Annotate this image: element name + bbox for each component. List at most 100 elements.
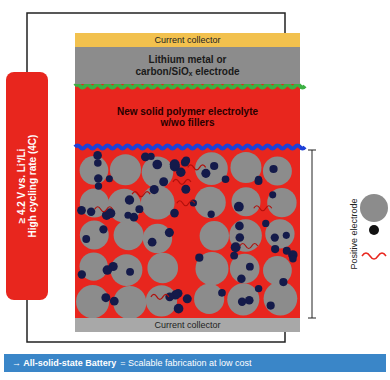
carbon-particle [210, 162, 218, 170]
carbon-particle [218, 289, 226, 297]
rotated-text-holder: ≥ 4.2 V vs. Li⁺/LiHigh cycling rate (4C) [6, 76, 48, 296]
dimension-tick [308, 318, 316, 319]
active-particle [229, 219, 262, 252]
carbon-particle [95, 182, 102, 189]
carbon-particle [124, 212, 131, 219]
active-particle [80, 221, 109, 250]
active-particle [265, 219, 294, 248]
carbon-particle [135, 205, 143, 213]
legend-particle [360, 194, 388, 222]
electrolyte-fill [75, 83, 300, 318]
current-collector: Current collector [75, 33, 300, 47]
carbon-particle [289, 255, 296, 262]
node-text: Lithium metal or carbon/SiOₓ electrode [132, 54, 244, 77]
carbon-particle [195, 254, 203, 262]
carbon-particle [230, 252, 238, 260]
carbon-particle [254, 177, 262, 185]
carbon-particle [94, 159, 102, 167]
carbon-particle [237, 274, 246, 283]
carbon-particle [99, 225, 107, 233]
carbon-particle [152, 160, 162, 170]
carbon-particle [262, 220, 269, 227]
carbon-particle [147, 153, 154, 160]
binder-squiggle [173, 179, 191, 184]
carbon-particle [165, 228, 174, 237]
carbon-particle [110, 297, 119, 306]
active-particle [200, 221, 229, 250]
node-text: Current collector [154, 35, 220, 45]
carbon-particle [271, 245, 279, 253]
carbon-particle [269, 191, 276, 198]
node-text: ≥ 4.2 V vs. Li⁺/Li [16, 149, 28, 224]
carbon-particle [234, 202, 244, 212]
legend-binder [362, 253, 386, 259]
electrode-particles [76, 151, 298, 319]
carbon-particle [106, 175, 113, 182]
carbon-particle [181, 158, 189, 166]
node-text: High cycling rate (4C) [27, 135, 39, 238]
carbon-particle [283, 247, 291, 255]
active-particle [194, 187, 225, 218]
electrolyte-layer: New solid polymer electrolyte w/wo fille… [75, 89, 300, 145]
carbon-particle [174, 304, 184, 314]
node-text: Current collector [154, 320, 220, 330]
carbon-particle [77, 206, 86, 215]
active-particle [267, 188, 296, 217]
carbon-particle [101, 293, 110, 302]
carbon-particle [231, 242, 241, 252]
carbon-particle [222, 176, 230, 184]
carbon-particle [245, 296, 254, 305]
binder-squiggle [95, 207, 113, 212]
legend-particle [369, 225, 379, 235]
carbon-particle [94, 174, 102, 182]
binder-squiggle [254, 206, 272, 211]
carbon-particle [103, 265, 113, 275]
interface-layer [75, 85, 305, 88]
interface-layer [75, 146, 305, 149]
carbon-particle [183, 294, 192, 303]
active-particle [264, 282, 298, 316]
carbon-particle [150, 185, 159, 194]
carbon-particle [201, 169, 210, 178]
carbon-particle [235, 222, 244, 231]
active-particle [80, 156, 109, 185]
summary-band: → All-solid-state Battery = Scalable fabr… [4, 354, 386, 372]
active-particle [114, 220, 144, 250]
carbon-particle [170, 159, 180, 169]
carbon-particle [165, 292, 174, 301]
binder-squiggle [240, 243, 258, 248]
carbon-particle [246, 263, 254, 271]
carbon-particle [170, 209, 179, 218]
carbon-particle [271, 233, 279, 241]
carbon-particle [181, 185, 190, 194]
negative-electrode: Lithium metal or carbon/SiOₓ electrode [75, 47, 300, 84]
carbon-particle [238, 298, 246, 306]
binder-squiggle [151, 294, 169, 299]
active-particle [141, 186, 175, 220]
node-text: = Scalable fabrication at low cost [120, 358, 251, 368]
carbon-particle [82, 235, 90, 243]
carbon-particle [125, 195, 134, 204]
carbon-particle [267, 301, 275, 309]
region-label: Positive electrode [348, 198, 360, 269]
dimension-tick [308, 150, 316, 151]
carbon-particle [93, 151, 102, 160]
carbon-particle [269, 165, 277, 173]
condition-box: ≥ 4.2 V vs. Li⁺/LiHigh cycling rate (4C) [6, 72, 48, 300]
carbon-particle [255, 285, 262, 292]
dimension-line [312, 150, 313, 318]
binder-squiggle [132, 192, 150, 197]
carbon-particle [78, 270, 86, 278]
binder-squiggle [177, 201, 195, 206]
node-text: → All-solid-state Battery [12, 358, 116, 368]
carbon-particle [283, 232, 290, 239]
carbon-particle [208, 211, 215, 218]
active-particle [142, 157, 174, 189]
carbon-particle [279, 278, 287, 286]
node-text: New solid polymer electrolyte w/wo fille… [108, 106, 268, 129]
active-particle [232, 187, 261, 216]
carbon-particle [148, 238, 157, 247]
active-particle [147, 253, 178, 284]
carbon-particle [87, 208, 95, 216]
active-particle [263, 157, 292, 186]
